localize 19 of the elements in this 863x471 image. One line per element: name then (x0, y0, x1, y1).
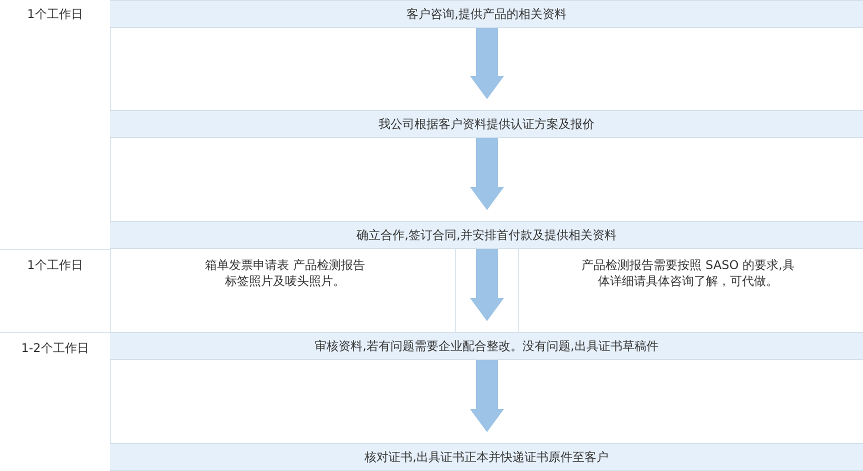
step-band (110, 0, 863, 28)
step-band (110, 110, 863, 138)
step-text: 审核资料,若有问题需要企业配合整改。没有问题,出具证书草稿件 (314, 338, 658, 354)
note-text: 产品检测报告需要按照 SASO 的要求,具体详细请具体咨询了解，可代做。 (580, 257, 796, 289)
arrow (470, 360, 504, 432)
step-text: 我公司根据客户资料提供认证方案及报价 (378, 116, 594, 132)
arrow (470, 28, 504, 100)
duration-label: 1个工作日 (26, 6, 84, 22)
duration-label: 1-2个工作日 (20, 340, 90, 356)
note-text: 箱单发票申请表 产品检测报告标签照片及唛头照片。 (204, 257, 366, 289)
step-text: 核对证书,出具证书正本并快递证书原件至客户 (364, 448, 608, 466)
arrow (470, 249, 504, 322)
step-band (110, 443, 863, 471)
step-band (110, 332, 863, 360)
duration-label: 1个工作日 (26, 257, 84, 273)
step-text: 确立合作,签订合同,并安排首付款及提供相关资料 (356, 226, 616, 244)
step-band (110, 221, 863, 249)
step-text: 客户咨询,提供产品的相关资料 (406, 6, 566, 22)
arrow (470, 138, 504, 210)
